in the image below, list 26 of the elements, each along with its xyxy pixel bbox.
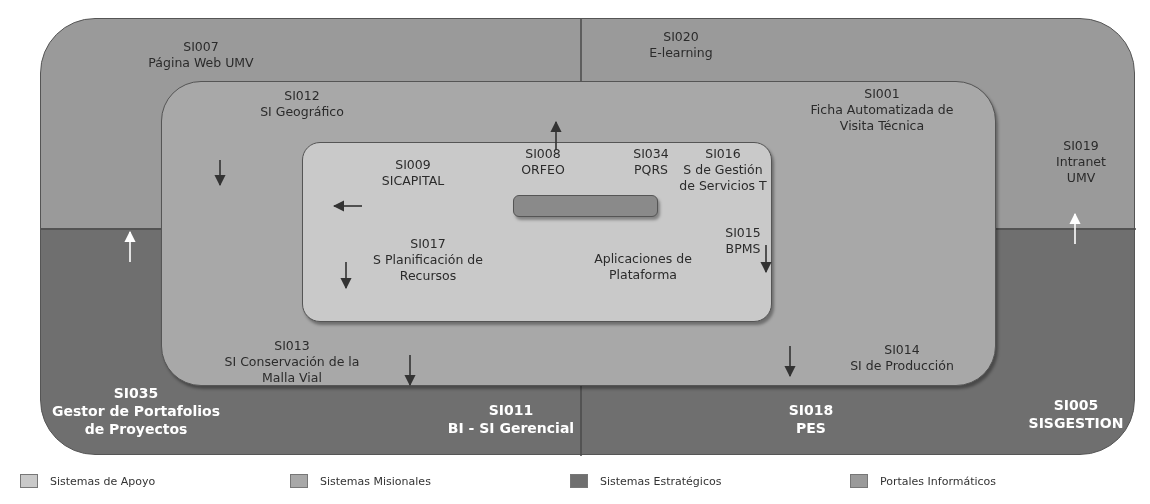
legend-label: Sistemas Estratégicos bbox=[600, 474, 722, 488]
system-label: SI016 S de Gestión de Servicios T bbox=[678, 146, 768, 194]
inner-panel bbox=[302, 142, 772, 322]
system-label: SI015 BPMS bbox=[724, 225, 762, 257]
system-label: SI034 PQRS bbox=[632, 146, 670, 178]
outer-frame bbox=[40, 18, 1135, 455]
system-label: SI013 SI Conservación de la Malla Vial bbox=[223, 338, 361, 386]
middle-frame bbox=[161, 81, 996, 386]
system-label: SI009 SICAPITAL bbox=[380, 157, 446, 189]
system-label: SI017 S Planificación de Recursos bbox=[372, 236, 484, 284]
system-label: SI019 Intranet UMV bbox=[1055, 138, 1107, 186]
legend-label: Sistemas Misionales bbox=[320, 474, 431, 488]
system-label: SI012 SI Geográfico bbox=[259, 88, 345, 120]
system-label: SI014 SI de Producción bbox=[849, 342, 955, 374]
system-label: SI011 BI - SI Gerencial bbox=[446, 401, 576, 437]
legend-label: Sistemas de Apoyo bbox=[50, 474, 156, 488]
legend-label: Portales Informáticos bbox=[880, 474, 997, 488]
system-label: SI008 ORFEO bbox=[520, 146, 566, 178]
system-label: SI007 Página Web UMV bbox=[147, 39, 255, 71]
system-label: SI035 Gestor de Portafolios de Proyectos bbox=[51, 384, 221, 438]
system-label: SI020 E-learning bbox=[648, 29, 714, 61]
center-bar bbox=[513, 195, 658, 217]
system-label: Aplicaciones de Plataforma bbox=[593, 251, 693, 283]
system-label: SI005 SISGESTION bbox=[1027, 396, 1125, 432]
system-label: SI001 Ficha Automatizada de Visita Técnica bbox=[809, 86, 955, 134]
system-label: SI018 PES bbox=[787, 401, 835, 437]
